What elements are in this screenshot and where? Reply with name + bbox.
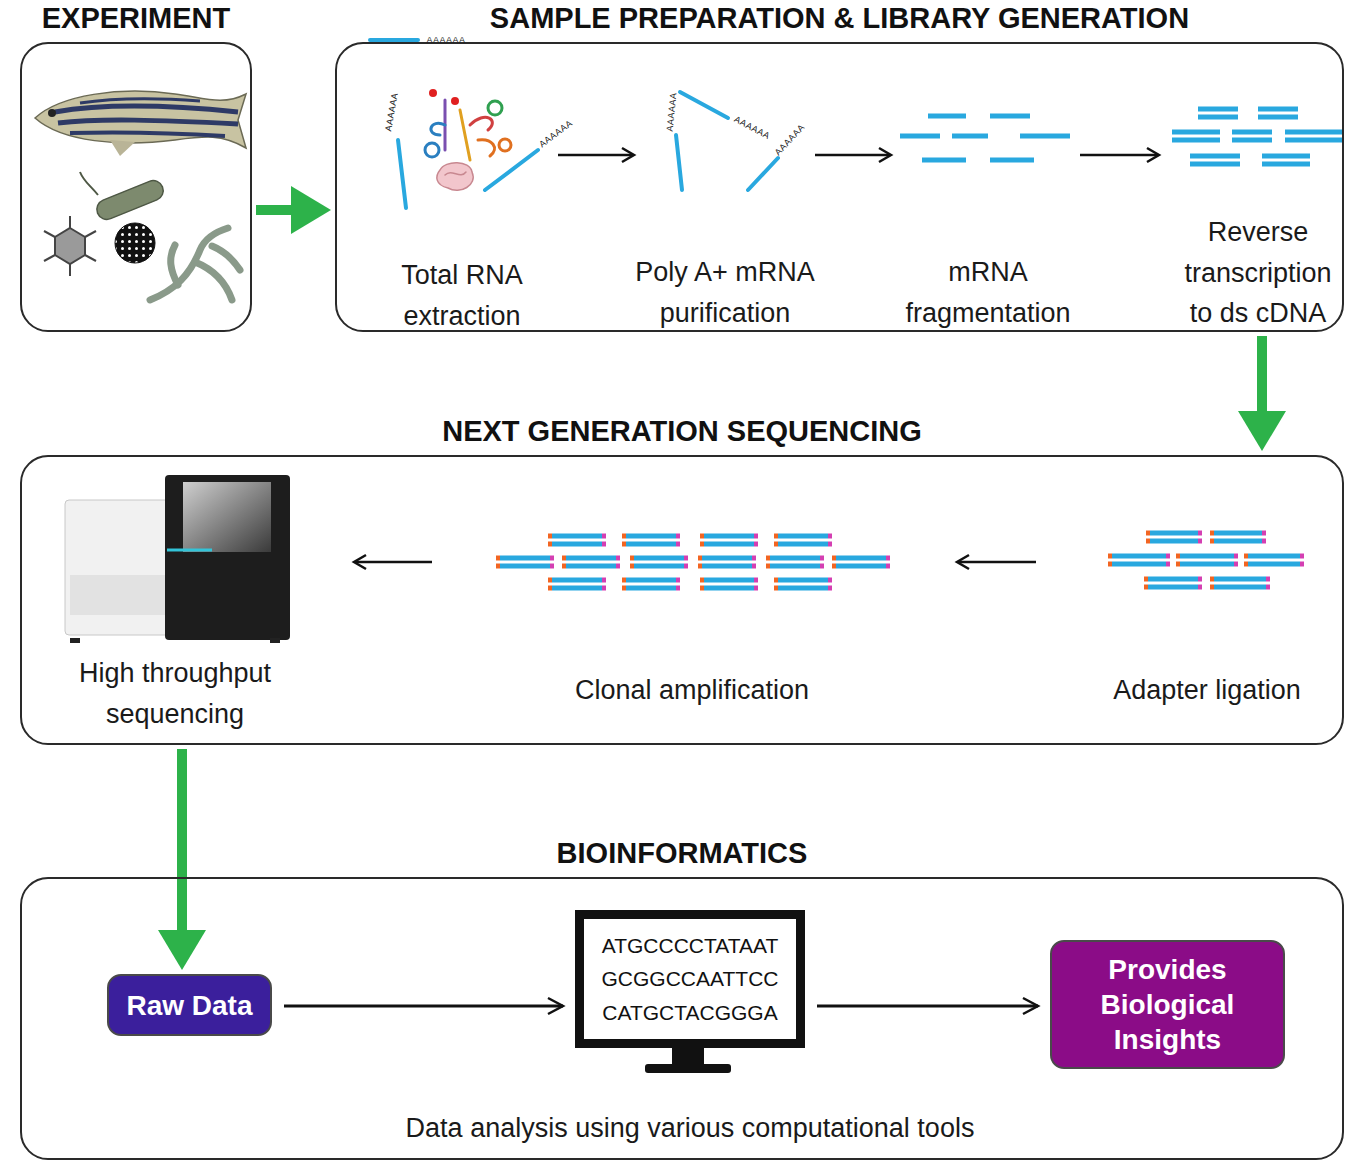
experiment-panel: EXPERIMENT [20, 42, 252, 332]
sequence-text: GCGGCCAATTCC [602, 962, 779, 996]
panel-heading: SAMPLE PREPARATION & LIBRARY GENERATION [337, 2, 1342, 35]
polya-tail: AAAAAA [733, 115, 772, 141]
sequencing-panel: NEXT GENERATION SEQUENCING [20, 455, 1344, 745]
flow-arrow [1238, 336, 1286, 451]
step-label: Total RNA extraction [367, 255, 557, 336]
polya-tail: AAAAAA [665, 92, 678, 132]
flow-arrow [256, 186, 331, 234]
flow-arrow [158, 749, 206, 970]
total-rna [370, 40, 538, 208]
sequence-text: CATGCTACGGGA [602, 996, 777, 1030]
polya-tail: AAAAAA [426, 36, 465, 45]
polya-mrna [676, 92, 778, 190]
panel-heading: BIOINFORMATICS [22, 837, 1342, 870]
step-arrow [817, 998, 1038, 1014]
sequence-text: ATGCCCCTATAAT [602, 929, 779, 963]
step-arrow [354, 148, 1159, 569]
zebrafish [35, 91, 246, 156]
step-label: Reverse transcription to ds cDNA [1178, 212, 1338, 334]
polya-tail: AAAAAA [538, 119, 575, 150]
raw-data-box: Raw Data [107, 974, 272, 1036]
fragments [496, 109, 1343, 588]
polya-tail: AAAAAA [384, 92, 400, 132]
fungal-hyphae [150, 228, 240, 300]
step-label: High throughput sequencing [50, 653, 300, 734]
bioinformatics-panel: BIOINFORMATICSRaw DataATGCCCCTATAATGCGGC… [20, 877, 1344, 1160]
phage-virus [44, 216, 96, 276]
panel-heading: NEXT GENERATION SEQUENCING [22, 415, 1342, 448]
box-text: Raw Data [126, 988, 252, 1023]
spherical-virus [115, 223, 155, 263]
sample-prep-panel: SAMPLE PREPARATION & LIBRARY GENERATION [335, 42, 1344, 332]
sequencer [65, 475, 290, 643]
monitor-stand [645, 1045, 731, 1073]
step-label: mRNA fragmentation [888, 252, 1088, 333]
bacterium [80, 172, 166, 222]
step-label: Poly A+ mRNA purification [610, 252, 840, 333]
polya-tail: AAAAAA [773, 123, 806, 158]
step-label: Data analysis using various computationa… [330, 1108, 1050, 1149]
insights-box: Provides Biological Insights [1050, 940, 1285, 1069]
step-label: Adapter ligation [1087, 670, 1327, 711]
monitor-screen: ATGCCCCTATAATGCGGCCAATTCCCATGCTACGGGA [575, 910, 805, 1048]
step-label: Clonal amplification [532, 670, 852, 711]
step-arrow [284, 998, 563, 1014]
box-text: Provides Biological Insights [1088, 952, 1248, 1057]
panel-heading: EXPERIMENT [22, 2, 250, 35]
